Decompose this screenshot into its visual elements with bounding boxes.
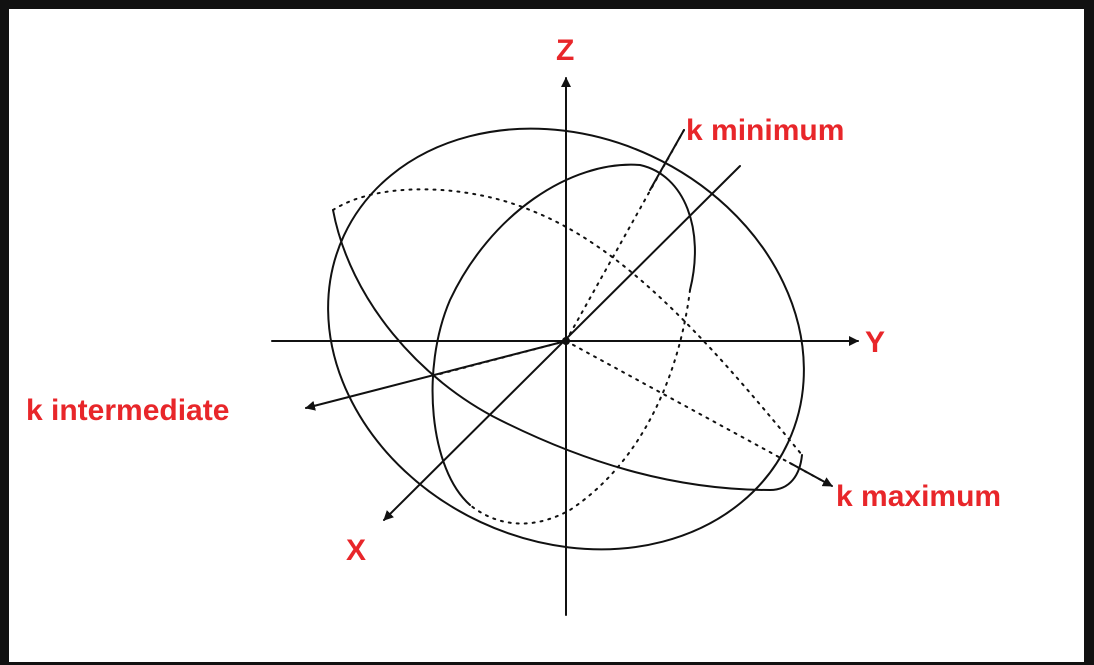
tilted-ring-back (469, 289, 691, 525)
equator-ring-back (332, 188, 803, 456)
k-minimum-axis-solid (649, 129, 685, 191)
k-intermediate-axis-dotted (439, 340, 567, 375)
origin-point (562, 337, 570, 345)
equator-ring-front (332, 209, 803, 492)
k-maximum-label: k maximum (836, 480, 1001, 513)
k-maximum-axis-solid (789, 462, 833, 487)
k-intermediate-label: k intermediate (26, 394, 229, 427)
z-axis-label: Z (556, 34, 574, 67)
ellipsoid-outline (327, 127, 805, 551)
k-maximum-axis (565, 340, 833, 487)
y-axis-label: Y (865, 326, 885, 359)
k-minimum-label: k minimum (686, 114, 844, 147)
tilted-ring-front (431, 163, 696, 506)
x-axis-label: X (346, 534, 366, 567)
k-intermediate-axis (305, 340, 567, 411)
